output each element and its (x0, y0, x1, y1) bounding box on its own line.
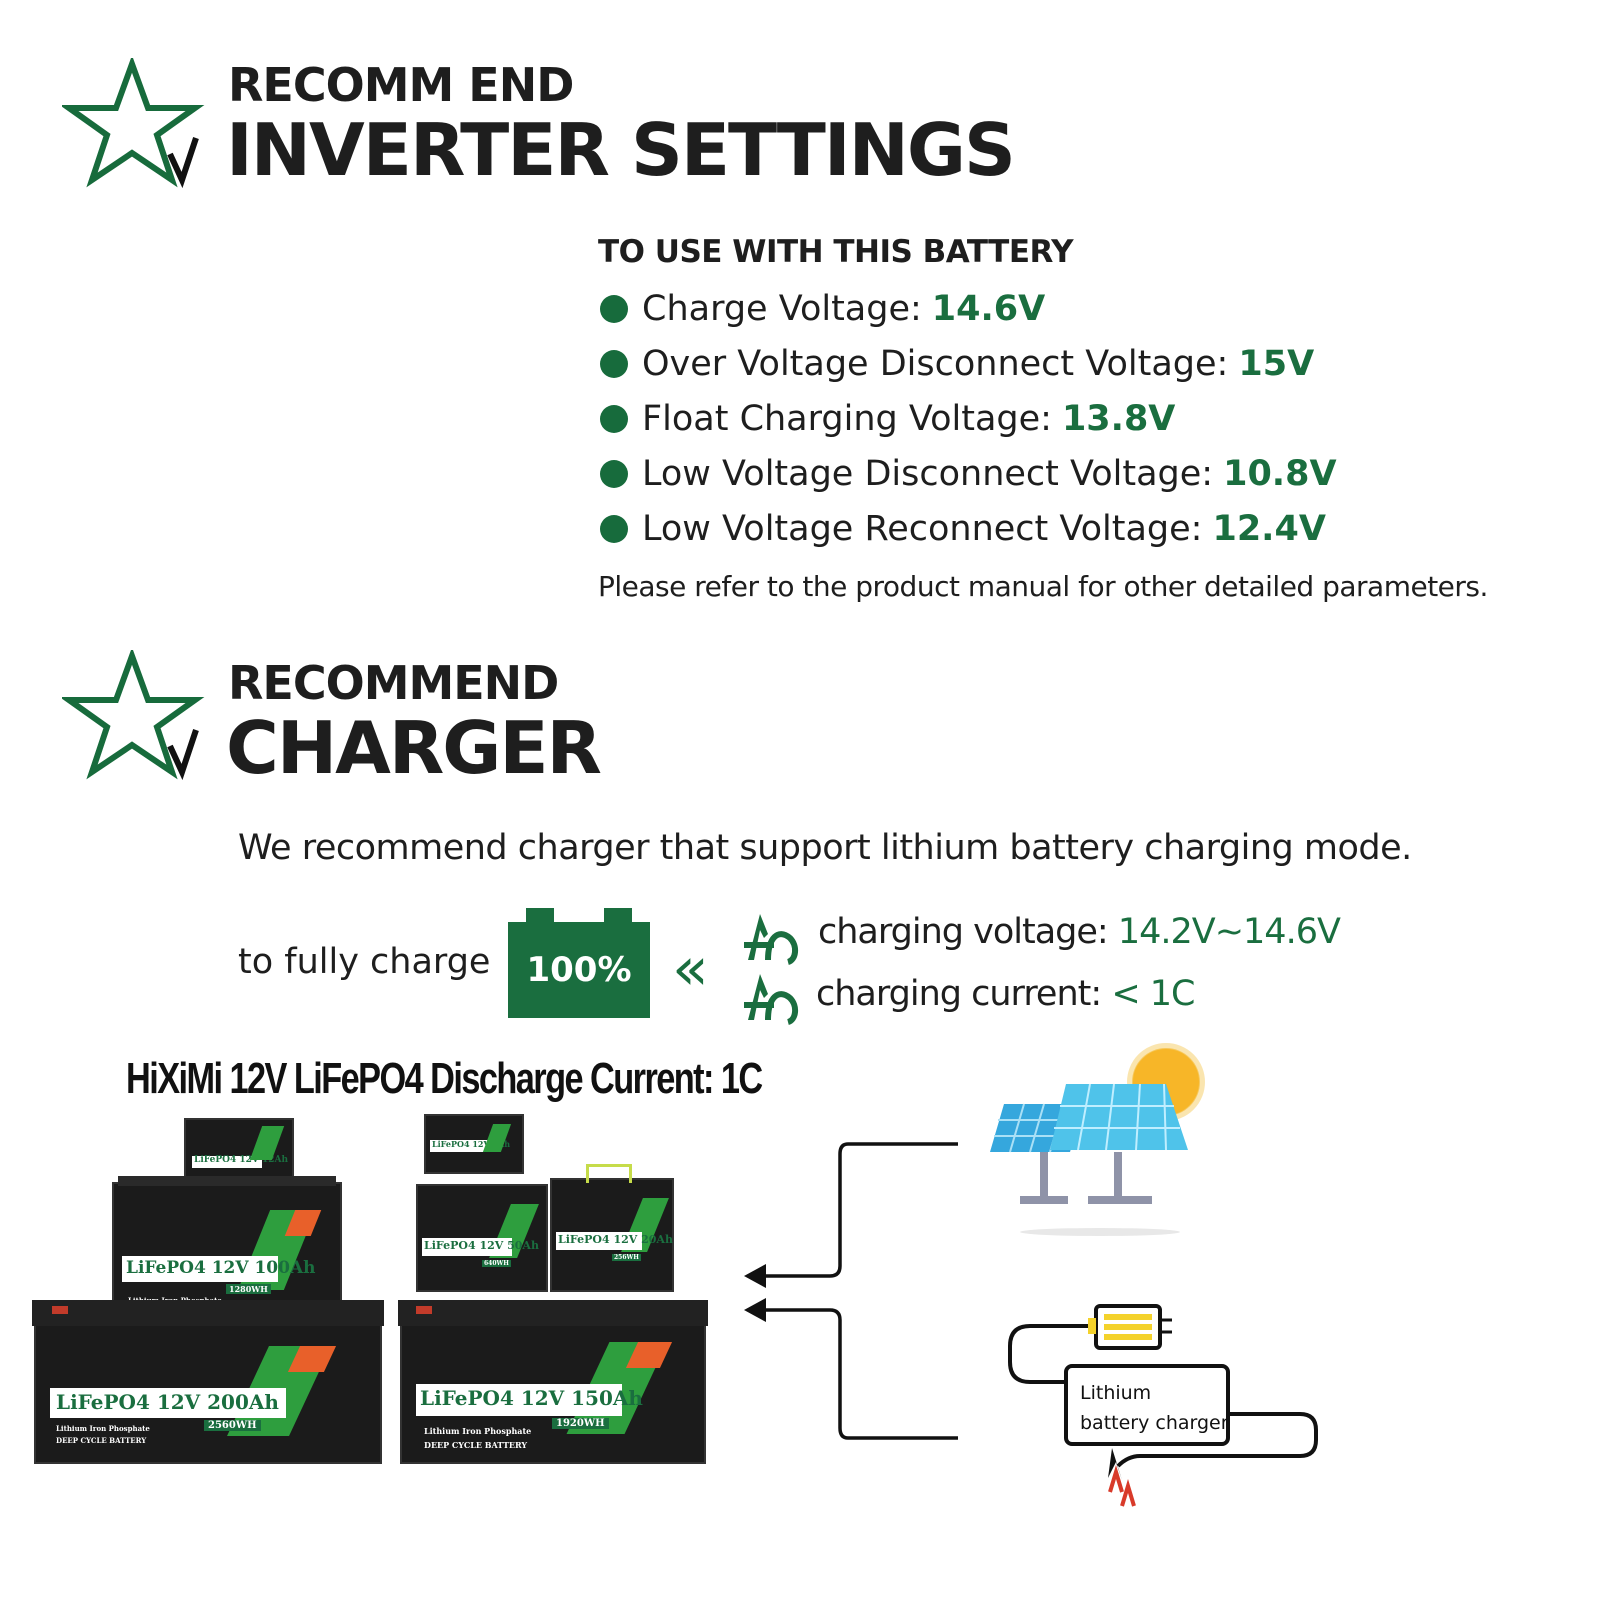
setting-label: Over Voltage Disconnect Voltage: (642, 344, 1229, 384)
setting-label: Charge Voltage: (642, 289, 922, 329)
charger-heading-big: CHARGER (226, 706, 602, 790)
setting-value: 14.6V (931, 289, 1046, 329)
charger-box-text: Lithium battery charger (1080, 1378, 1229, 1438)
setting-row-charge-voltage: Charge Voltage: 14.6V (600, 284, 1045, 334)
battery-50ah-label: LiFePO4 12V 50Ah (424, 1239, 539, 1252)
battery-20ah-wh: 256WH (612, 1254, 641, 1261)
setting-label: Low Voltage Disconnect Voltage: (642, 454, 1214, 494)
inverter-subtitle: TO USE WITH THIS BATTERY (598, 234, 1074, 270)
battery-100ah-wh: 1280WH (226, 1284, 271, 1294)
bullet-icon (600, 350, 628, 378)
bullet-icon (600, 295, 628, 323)
battery-12ah-label: LiFePO4 12V 12Ah (194, 1155, 289, 1165)
battery-50ah: LiFePO4 12V 50Ah 640WH (416, 1184, 548, 1292)
battery-100ah-label: LiFePO4 12V 100Ah (126, 1258, 316, 1278)
battery-20ah: LiFePO4 12V 20Ah 256WH (550, 1164, 674, 1292)
setting-label: Float Charging Voltage: (642, 399, 1052, 439)
charger-icon (1008, 1304, 1318, 1507)
setting-row-float-voltage: Float Charging Voltage: 13.8V (600, 394, 1175, 444)
bullet-icon (600, 515, 628, 543)
setting-row-low-reconnect: Low Voltage Reconnect Voltage: 12.4V (600, 504, 1326, 554)
charger-heading-small: RECOMMEND (228, 656, 559, 710)
setting-label: Low Voltage Reconnect Voltage: (642, 509, 1203, 549)
inverter-heading-small: RECOMM END (228, 58, 574, 112)
fully-charge-text: to fully charge (238, 942, 491, 982)
arrow-icon (744, 1264, 766, 1288)
charging-current-value: < 1C (1111, 974, 1195, 1014)
discharge-title: HiXiMi 12V LiFePO4 Discharge Current: 1C (126, 1054, 763, 1103)
charger-box-line1: Lithium (1080, 1382, 1152, 1404)
battery-200ah-label: LiFePO4 12V 200Ah (56, 1390, 279, 1414)
bullet-icon (600, 405, 628, 433)
star-check-icon (62, 58, 205, 189)
battery-icon: 100% (508, 908, 650, 1018)
charging-voltage-line: charging voltage: 14.2V~14.6V (818, 912, 1341, 952)
battery-group: LiFePO4 12V 12Ah LiFePO4 12V 100Ah 1280W… (30, 1110, 740, 1490)
setting-value: 15V (1238, 344, 1315, 384)
battery-6ah-label: LiFePO4 12V 6Ah (432, 1139, 511, 1149)
battery-150ah-wh: 1920WH (552, 1418, 609, 1429)
setting-row-over-voltage: Over Voltage Disconnect Voltage: 15V (600, 339, 1314, 389)
setting-value: 12.4V (1212, 509, 1326, 549)
battery-12ah: LiFePO4 12V 12Ah (184, 1118, 294, 1186)
connection-lines (744, 1142, 958, 1440)
battery-50ah-wh: 640WH (482, 1260, 511, 1267)
setting-value: 13.8V (1061, 399, 1176, 439)
charging-voltage-value: 14.2V~14.6V (1117, 912, 1341, 952)
arrow-icon (744, 1298, 766, 1322)
charging-current-label: charging current: (816, 974, 1102, 1014)
star-check-icon (62, 650, 205, 781)
charger-intro: We recommend charger that support lithiu… (238, 828, 1412, 868)
charging-current-line: charging current: < 1C (816, 974, 1195, 1014)
battery-150ah-type: DEEP CYCLE BATTERY (424, 1440, 528, 1450)
battery-200ah-wh: 2560WH (204, 1420, 261, 1431)
clamp-icon (744, 914, 798, 965)
clamp-icon (744, 974, 798, 1025)
manual-note: Please refer to the product manual for o… (598, 570, 1488, 603)
battery-150ah: LiFePO4 12V 150Ah 1920WH Lithium Iron Ph… (398, 1300, 708, 1464)
battery-200ah-chem: Lithium Iron Phosphate (56, 1424, 150, 1433)
battery-percent: 100% (526, 950, 632, 990)
charging-voltage-label: charging voltage: (818, 912, 1109, 952)
battery-20ah-label: LiFePO4 12V 20Ah (558, 1233, 673, 1246)
battery-150ah-chem: Lithium Iron Phosphate (424, 1426, 532, 1436)
bullet-icon (600, 460, 628, 488)
double-chevron-icon: « (672, 934, 709, 1004)
inverter-heading-big: INVERTER SETTINGS (226, 108, 1016, 192)
setting-value: 10.8V (1223, 454, 1337, 494)
battery-150ah-label: LiFePO4 12V 150Ah (420, 1386, 643, 1410)
battery-6ah: LiFePO4 12V 6Ah (424, 1114, 524, 1174)
setting-row-low-disconnect: Low Voltage Disconnect Voltage: 10.8V (600, 449, 1337, 499)
battery-200ah: LiFePO4 12V 200Ah 2560WH Lithium Iron Ph… (32, 1300, 384, 1464)
battery-200ah-type: DEEP CYCLE BATTERY (56, 1436, 147, 1445)
charger-box-line2: battery charger (1080, 1412, 1229, 1434)
solar-panel-icon (990, 1043, 1205, 1236)
